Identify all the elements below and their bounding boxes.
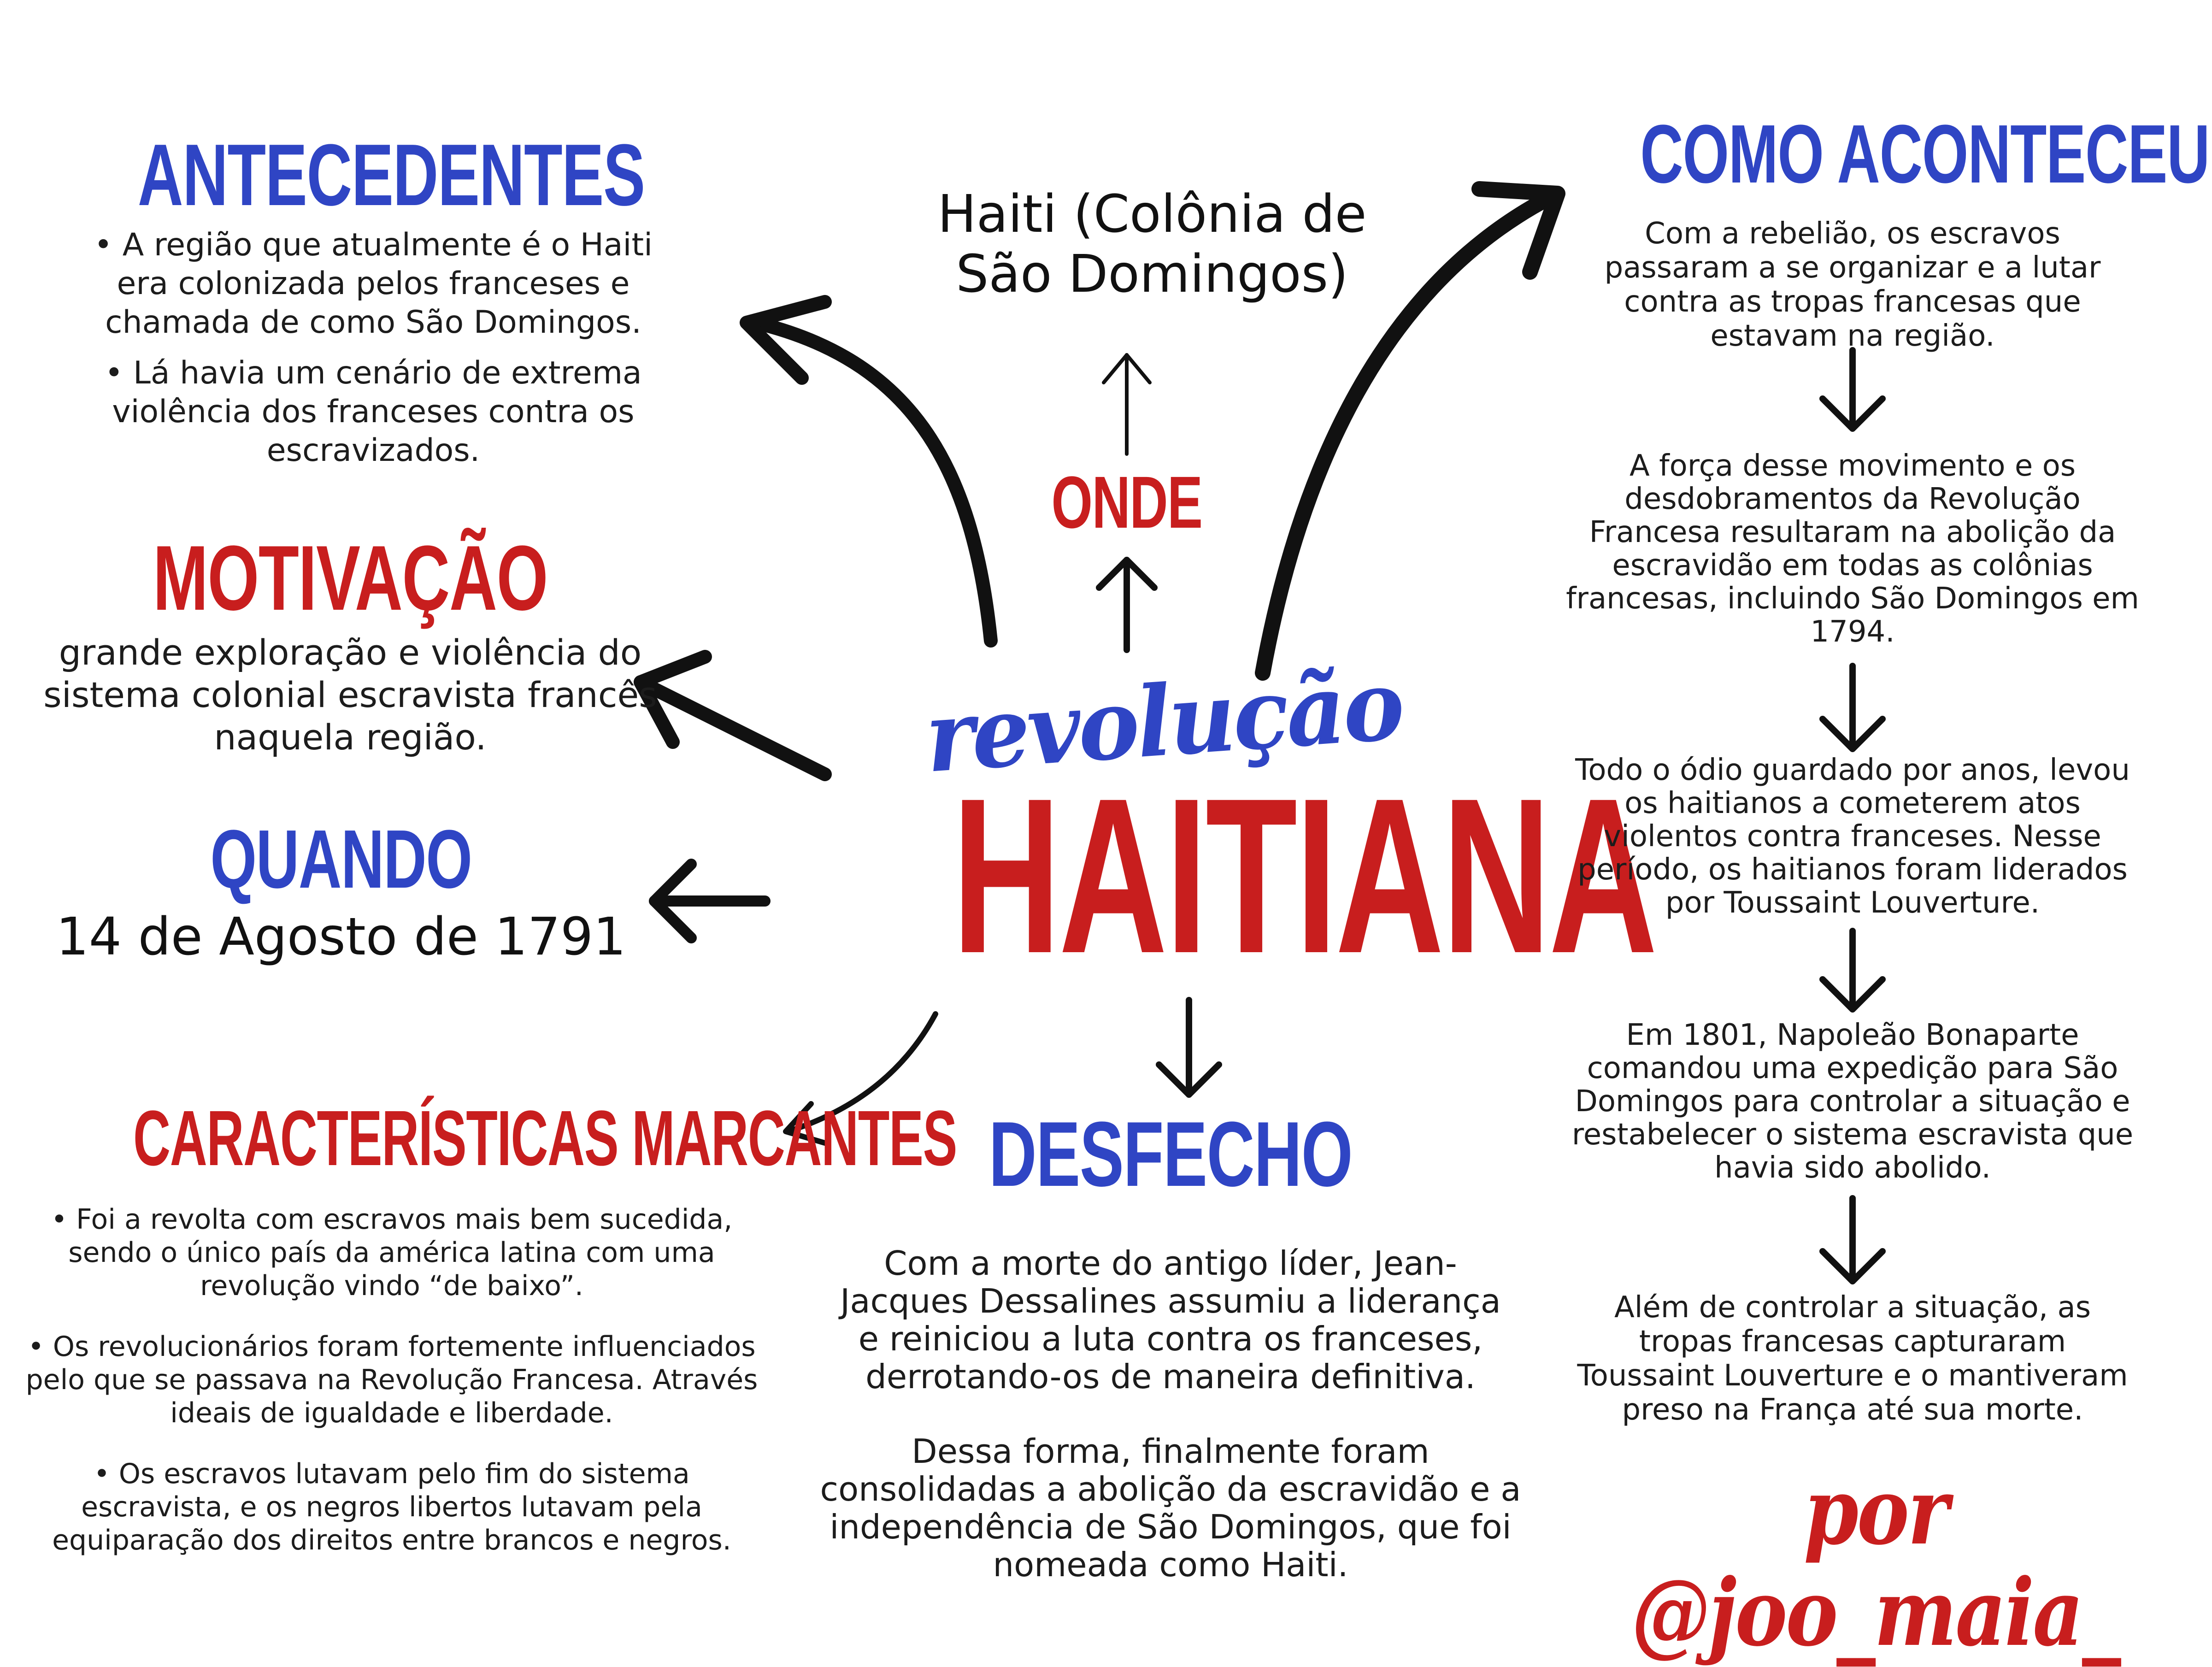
arrow-como-aconteceu-head xyxy=(1471,181,1565,280)
quando-heading: QUANDO xyxy=(210,813,472,906)
como-step-2: A força desse movimento e os desdobramen… xyxy=(1566,449,2139,649)
motivacao-text: grande exploração e violência do sistema… xyxy=(43,632,657,758)
motivacao-section: MOTIVAÇÃO grande exploração e violência … xyxy=(18,530,682,759)
quando-section: QUANDO 14 de Agosto de 1791 xyxy=(37,816,645,967)
arrow-quando-head xyxy=(649,859,697,943)
antecedentes-heading: ANTECEDENTES xyxy=(137,126,645,224)
onde-heading: ONDE xyxy=(1051,461,1203,543)
arrow-desfecho-head xyxy=(1156,1061,1222,1098)
list-item: • Foi a revolta com escravos mais bem su… xyxy=(51,1203,733,1302)
center-title: revolução HAITIANA xyxy=(853,648,1658,999)
arrow-como-aconteceu xyxy=(1255,190,1556,681)
step-arrow-2 xyxy=(1819,663,1886,752)
arrow-caracteristicas-head xyxy=(783,1101,828,1146)
arrow-motivacao-head xyxy=(634,650,712,749)
caracteristicas-heading: CARACTERÍSTICAS MARCANTES xyxy=(133,1095,957,1182)
como-step-3: Todo o ódio guardado por anos, levou os … xyxy=(1575,753,2130,920)
onde-section: ONDE xyxy=(988,456,1265,548)
arrow-antecedentes-head xyxy=(740,295,832,385)
arrow-onde-lower-head xyxy=(1096,557,1158,591)
arrow-antecedentes xyxy=(749,316,998,648)
step-arrow-3 xyxy=(1819,928,1886,1013)
step-arrow-1 xyxy=(1819,347,1886,432)
arrow-motivacao xyxy=(634,675,832,781)
como-step-5: Além de controlar a situação, as tropas … xyxy=(1577,1290,2128,1427)
step-arrow-4 xyxy=(1819,1195,1886,1284)
quando-text: 14 de Agosto de 1791 xyxy=(56,907,626,967)
list-item: • Lá havia um cenário de extrema violênc… xyxy=(105,355,642,469)
caracteristicas-list: • Foi a revolta com escravos mais bem su… xyxy=(0,1203,783,1557)
arrow-caracteristicas xyxy=(785,1011,938,1134)
onde-place: Haiti (Colônia de São Domingos) xyxy=(899,184,1406,304)
arrow-onde-upper-head xyxy=(1102,353,1152,384)
antecedentes-section: ANTECEDENTES • A região que atualmente é… xyxy=(46,129,700,482)
como-aconteceu-heading: COMO ACONTECEU xyxy=(1640,108,2210,200)
author-signature: por @joo_maia_ xyxy=(1631,1457,2121,1667)
list-item: • A região que atualmente é o Haiti era … xyxy=(94,227,653,341)
como-aconteceu-section: COMO ACONTECEU xyxy=(1558,108,2210,200)
desfecho-section: DESFECHO Com a morte do antigo líder, Je… xyxy=(811,1106,1530,1584)
desfecho-paragraph-2: Dessa forma, finalmente foram consolidad… xyxy=(820,1432,1521,1584)
antecedentes-list: • A região que atualmente é o Haiti era … xyxy=(46,226,700,470)
onde-text: Haiti (Colônia de São Domingos) xyxy=(937,184,1367,304)
desfecho-paragraph-1: Com a morte do antigo líder, Jean-Jacque… xyxy=(840,1244,1501,1396)
list-item: • Os escravos lutavam pelo fim do sistem… xyxy=(52,1458,731,1556)
motivacao-heading: MOTIVAÇÃO xyxy=(153,527,548,630)
title-main: HAITIANA xyxy=(952,752,1658,999)
list-item: • Os revolucionários foram fortemente in… xyxy=(25,1331,758,1429)
caracteristicas-section: CARACTERÍSTICAS MARCANTES • Foi a revolt… xyxy=(0,1095,958,1569)
como-step-4: Em 1801, Napoleão Bonaparte comandou uma… xyxy=(1571,1018,2134,1185)
desfecho-heading: DESFECHO xyxy=(988,1103,1353,1206)
como-step-1: Com a rebelião, os escravos passaram a s… xyxy=(1604,217,2101,353)
